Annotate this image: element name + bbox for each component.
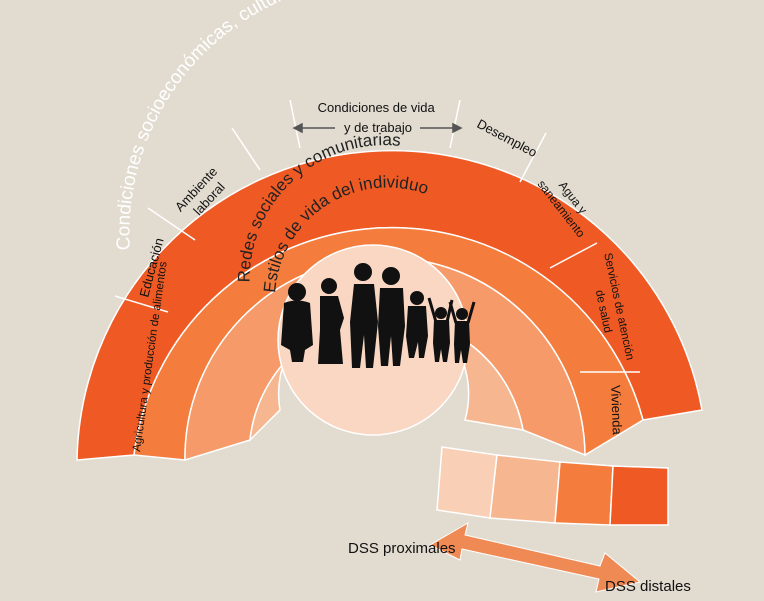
sector-vivienda-label: Vivienda [608, 385, 625, 436]
sector-condiciones-label: Condiciones de vida y de trabajo [318, 100, 439, 135]
dss-proximales-label: DSS proximales [348, 540, 456, 557]
sector-dividers [114, 99, 640, 373]
family-silhouette-icon [281, 263, 476, 368]
legend-box-2 [489, 454, 561, 524]
legend-box-3 [554, 461, 614, 526]
dss-distales-label: DSS distales [605, 578, 691, 595]
proximal-distal-arrow-icon [428, 521, 642, 593]
gradient-legend [436, 446, 669, 526]
condiciones-arrow-icon [292, 122, 463, 134]
legend-box-4 [609, 465, 669, 526]
legend-box-1 [436, 446, 498, 519]
sector-desempleo-label: Desempleo [475, 116, 540, 160]
